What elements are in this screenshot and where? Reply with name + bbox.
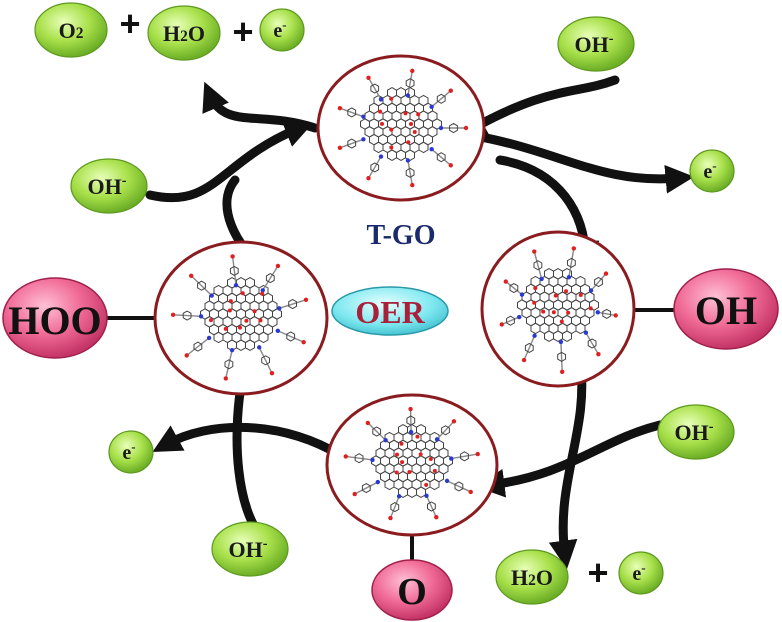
ring-top-molecule	[337, 68, 469, 188]
electron-label-top: e-	[273, 17, 286, 42]
oh-label-bottom-left: OH-	[229, 536, 268, 562]
electron-bubble-right: e-	[689, 149, 735, 193]
ring-top	[316, 54, 486, 202]
oh-bubble-bottom-left: OH-	[211, 521, 289, 577]
electron-bubble-left: e-	[108, 430, 154, 474]
arrow-top-left-in	[145, 119, 314, 203]
oh-label-bottom-right: OH-	[675, 419, 714, 445]
o-bubble	[371, 559, 453, 621]
h2o-label-top: H2O	[163, 21, 205, 46]
adsorbate-hoo: HOO	[2, 277, 108, 359]
arrow-bottom-right-out	[548, 355, 587, 570]
oer-ellipse	[331, 286, 449, 336]
electron-bubble-bottom: e-	[618, 551, 664, 595]
oh-bubble-bottom-right: OH-	[657, 404, 735, 460]
electron-label-right: e-	[703, 158, 716, 183]
plus-sign-bottom: +	[587, 552, 608, 593]
h2o-label-bottom: H2O	[511, 565, 553, 590]
electron-label-bottom: e-	[632, 560, 645, 585]
oh-label: OH	[695, 288, 757, 333]
hoo-label: HOO	[8, 298, 101, 343]
ring-right	[480, 230, 636, 388]
oh-label-top-right: OH-	[575, 31, 614, 57]
catalyst-label: T-GO	[367, 220, 436, 251]
arrow-top-right-out	[465, 130, 695, 194]
arrow-bottom-right-in	[475, 420, 665, 498]
ring-left-molecule	[170, 254, 309, 381]
oer-center: OER	[331, 286, 449, 336]
adsorbate-o: O	[371, 559, 453, 621]
electron-bubble-top: e-	[259, 8, 305, 52]
oer-label: OER	[355, 294, 425, 330]
h2o-bubble-bottom: H2O	[495, 549, 569, 605]
oh-bubble-top-right: OH-	[557, 16, 635, 72]
arrow-bottom-left-out	[152, 422, 345, 460]
arrow-top-right-in	[457, 75, 620, 138]
ring-right-molecule	[499, 246, 618, 375]
hoo-bubble	[2, 277, 108, 359]
arrow-top-left-out	[202, 81, 320, 133]
electron-label-left: e-	[122, 439, 135, 464]
plus-sign-top-2: +	[232, 11, 253, 52]
oh-bubble-left: OH-	[70, 158, 148, 214]
oh-bubble	[673, 268, 779, 350]
ring-bottom	[325, 393, 499, 537]
oh-label-left: OH-	[88, 173, 127, 199]
o-label: O	[397, 571, 427, 613]
ring-left	[153, 240, 329, 396]
plus-sign-top-1: +	[119, 3, 140, 44]
catalyst-rings	[153, 54, 636, 537]
ring-bottom-molecule	[343, 406, 480, 521]
o2-label: O2	[59, 18, 84, 43]
o2-bubble: O2	[34, 2, 108, 58]
adsorbate-oh: OH	[673, 268, 779, 350]
h2o-bubble-top: H2O	[147, 5, 221, 61]
